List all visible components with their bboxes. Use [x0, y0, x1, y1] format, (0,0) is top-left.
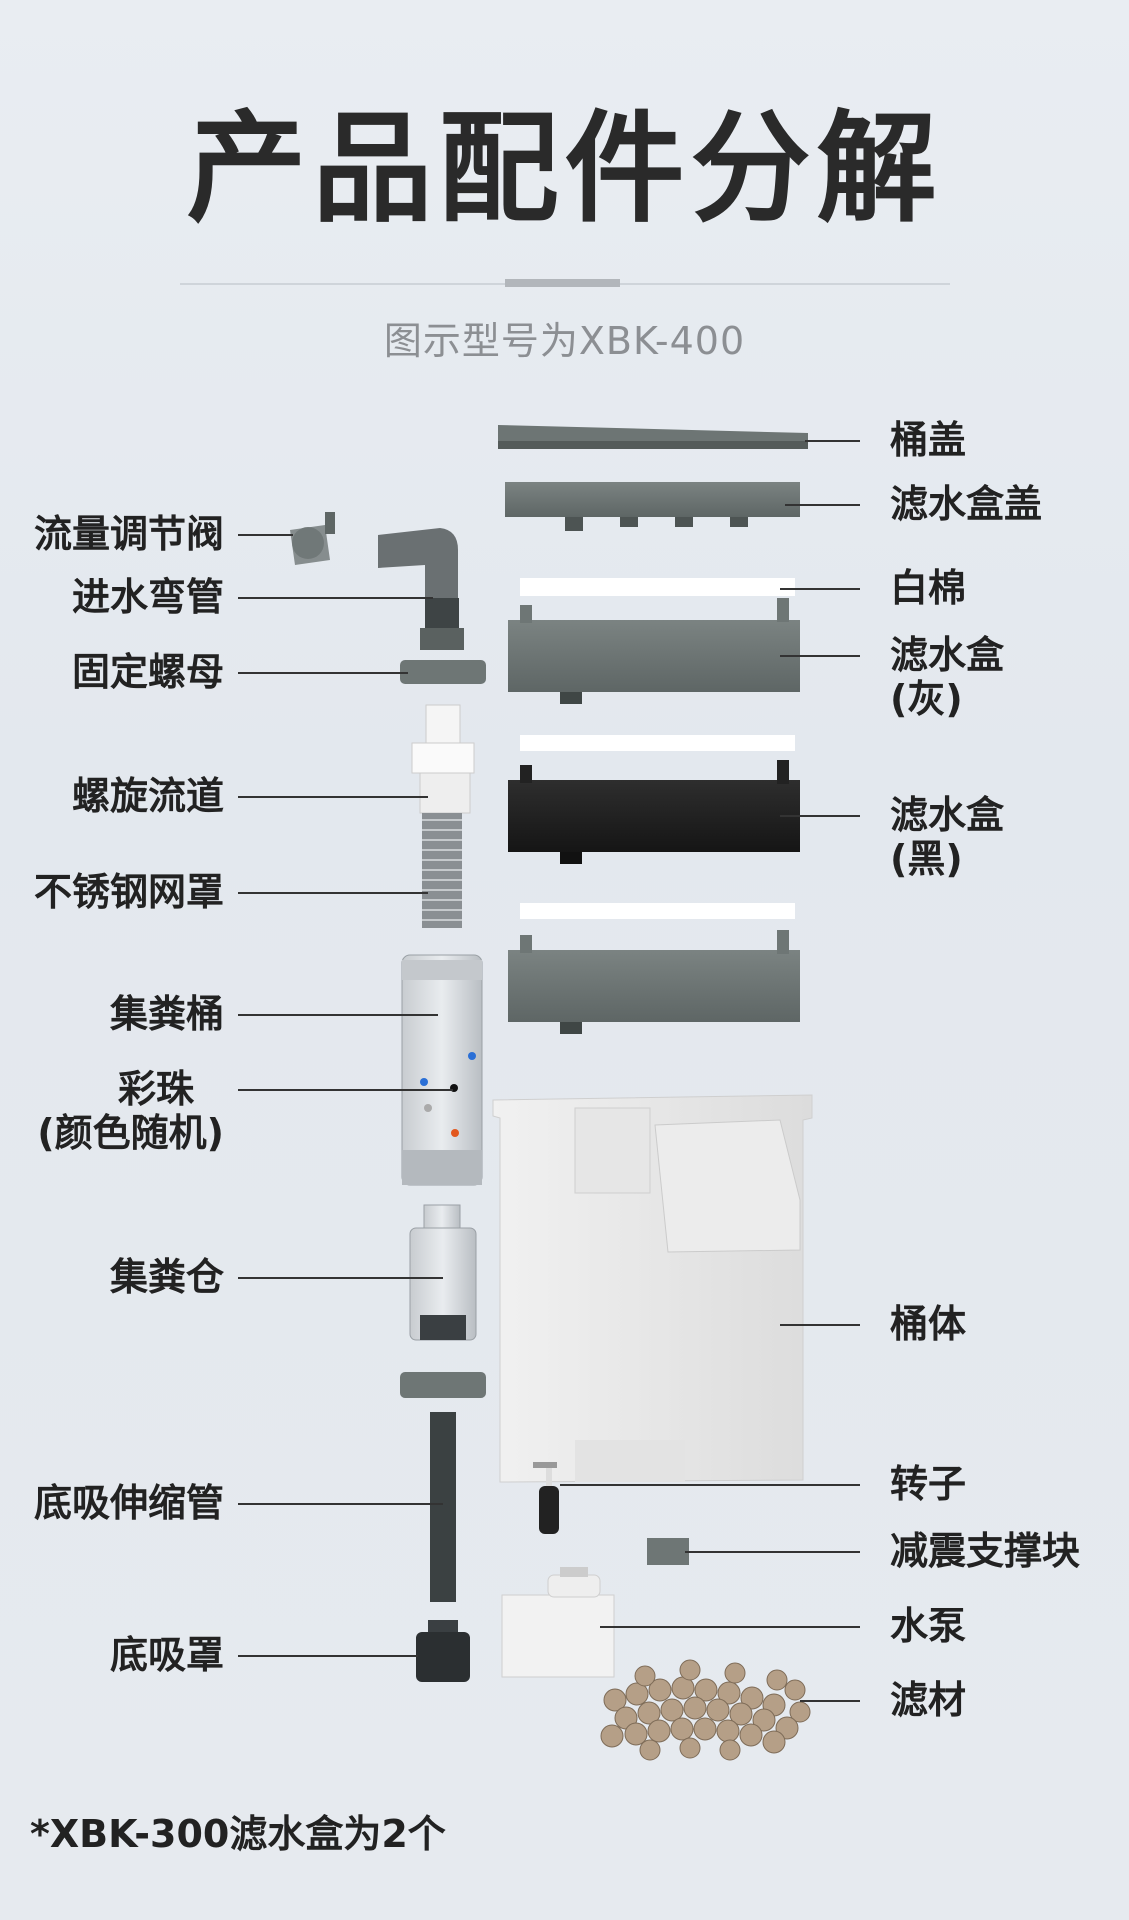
label-filter-box-black: 滤水盒 (黑) — [890, 793, 1004, 881]
inlet-elbow-part — [378, 528, 464, 650]
leader-line — [238, 1014, 438, 1016]
rotor-part — [533, 1462, 559, 1534]
water-pump-part — [501, 1567, 615, 1678]
leader-line — [238, 892, 428, 894]
filter-media-part — [600, 1659, 811, 1761]
label-filter-box-lid: 滤水盒盖 — [890, 482, 1043, 526]
leader-line — [780, 655, 860, 657]
label-rotor: 转子 — [890, 1462, 967, 1506]
bucket-lid-part — [498, 425, 808, 449]
bottom-cover-part — [416, 1620, 470, 1682]
leader-line — [238, 796, 428, 798]
collector-bucket-part — [401, 954, 483, 1186]
leader-line — [238, 1089, 453, 1091]
label-filter-media: 滤材 — [890, 1678, 967, 1722]
leader-line — [780, 588, 860, 590]
label-beads: 彩珠 (颜色随机) — [37, 1067, 224, 1155]
label-bucket-lid: 桶盖 — [890, 418, 967, 462]
leader-line — [238, 672, 408, 674]
leader-line — [805, 440, 860, 442]
leader-line — [560, 1484, 860, 1486]
telescopic-pipe-part — [430, 1412, 456, 1602]
flow-valve-part — [290, 512, 335, 565]
label-inlet-elbow: 进水弯管 — [71, 575, 224, 619]
label-filter-box-black-line2: (黑) — [890, 837, 963, 881]
leader-line — [238, 1277, 443, 1279]
white-cotton-pad-2 — [520, 735, 795, 751]
fixing-nut-part-2 — [400, 1372, 486, 1398]
filter-box-black-part — [508, 760, 800, 864]
label-bottom-cover: 底吸罩 — [109, 1633, 224, 1677]
page-subtitle: 图示型号为XBK-400 — [383, 319, 746, 363]
label-collector-bucket: 集粪桶 — [109, 992, 224, 1036]
leader-line — [785, 504, 860, 506]
label-water-pump: 水泵 — [890, 1604, 967, 1648]
fixing-nut-part — [400, 660, 486, 684]
label-mesh-cover: 不锈钢网罩 — [33, 870, 224, 914]
collector-chamber-part — [409, 1204, 477, 1341]
mesh-cover-part — [422, 813, 462, 928]
leader-line — [238, 1503, 443, 1505]
filter-box-lid-part — [505, 482, 800, 531]
label-flow-valve: 流量调节阀 — [33, 512, 224, 556]
label-filter-box-black-line1: 滤水盒 — [890, 793, 1005, 837]
bucket-body-part — [492, 1094, 813, 1483]
leader-line — [685, 1551, 860, 1553]
label-bucket-body: 桶体 — [890, 1302, 967, 1346]
label-spiral-channel: 螺旋流道 — [71, 774, 224, 818]
label-telescopic-pipe: 底吸伸缩管 — [33, 1481, 224, 1525]
label-filter-box-gray-line1: 滤水盒 — [890, 633, 1005, 677]
leader-line — [238, 597, 433, 599]
label-white-cotton: 白棉 — [890, 566, 967, 610]
label-filter-box-gray-line2: (灰) — [890, 677, 963, 721]
label-beads-line1: 彩珠 — [117, 1067, 194, 1111]
label-collector-chamber: 集粪仓 — [109, 1255, 224, 1299]
label-beads-line2: (颜色随机) — [37, 1111, 224, 1155]
leader-line — [800, 1700, 860, 1702]
label-shock-block: 减震支撑块 — [890, 1529, 1081, 1573]
page-title: 产品配件分解 — [186, 100, 943, 239]
filter-box-gray-part-2 — [508, 930, 800, 1034]
label-fixing-nut: 固定螺母 — [71, 650, 224, 694]
title-divider-accent — [505, 279, 620, 287]
spiral-channel-part — [411, 704, 475, 814]
leader-line — [780, 815, 860, 817]
leader-line — [238, 534, 293, 536]
leader-line — [600, 1626, 860, 1628]
label-filter-box-gray: 滤水盒 (灰) — [890, 633, 1004, 721]
leader-line — [238, 1655, 418, 1657]
white-cotton-pad — [520, 578, 795, 596]
shock-block-part — [647, 1538, 689, 1565]
footnote: *XBK-300滤水盒为2个 — [30, 1812, 446, 1856]
leader-line — [780, 1324, 860, 1326]
filter-box-gray-part — [508, 598, 800, 704]
white-cotton-pad-3 — [520, 903, 795, 919]
